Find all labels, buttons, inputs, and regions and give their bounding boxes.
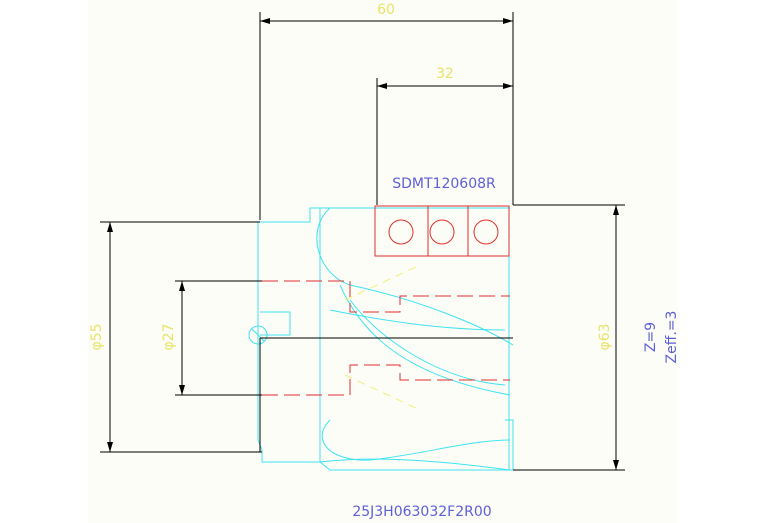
dimension-label-phi55: φ55	[89, 323, 105, 350]
insert-seats-hidden	[262, 280, 510, 396]
insert-screw-icon	[388, 219, 414, 245]
dimension-bore-diameter: φ27	[161, 280, 262, 396]
insert-screw-icon	[429, 219, 455, 245]
drawing-sheet	[88, 0, 678, 523]
dimension-label-60: 60	[377, 2, 395, 18]
insert-pocket	[374, 205, 510, 257]
effective-teeth-label: Zeff.=3	[664, 311, 680, 364]
dimension-label-phi63: φ63	[597, 323, 613, 350]
set-screw-icon	[248, 325, 268, 345]
teeth-count-label: Z=9	[643, 322, 659, 352]
dimension-label-32: 32	[436, 66, 454, 82]
dimension-insert-length: 32	[376, 66, 513, 205]
dimension-overall-length: 60	[259, 2, 514, 220]
tool-body	[248, 207, 515, 471]
insert-code-label: SDMT120608R	[392, 176, 496, 192]
dimension-large-diameter: φ63	[513, 204, 625, 471]
dimension-label-phi27: φ27	[161, 323, 177, 350]
dimension-shank-diameter: φ55	[89, 221, 262, 453]
part-number-label: 25J3H063032F2R00	[352, 504, 491, 520]
insert-screw-icon	[473, 219, 499, 245]
